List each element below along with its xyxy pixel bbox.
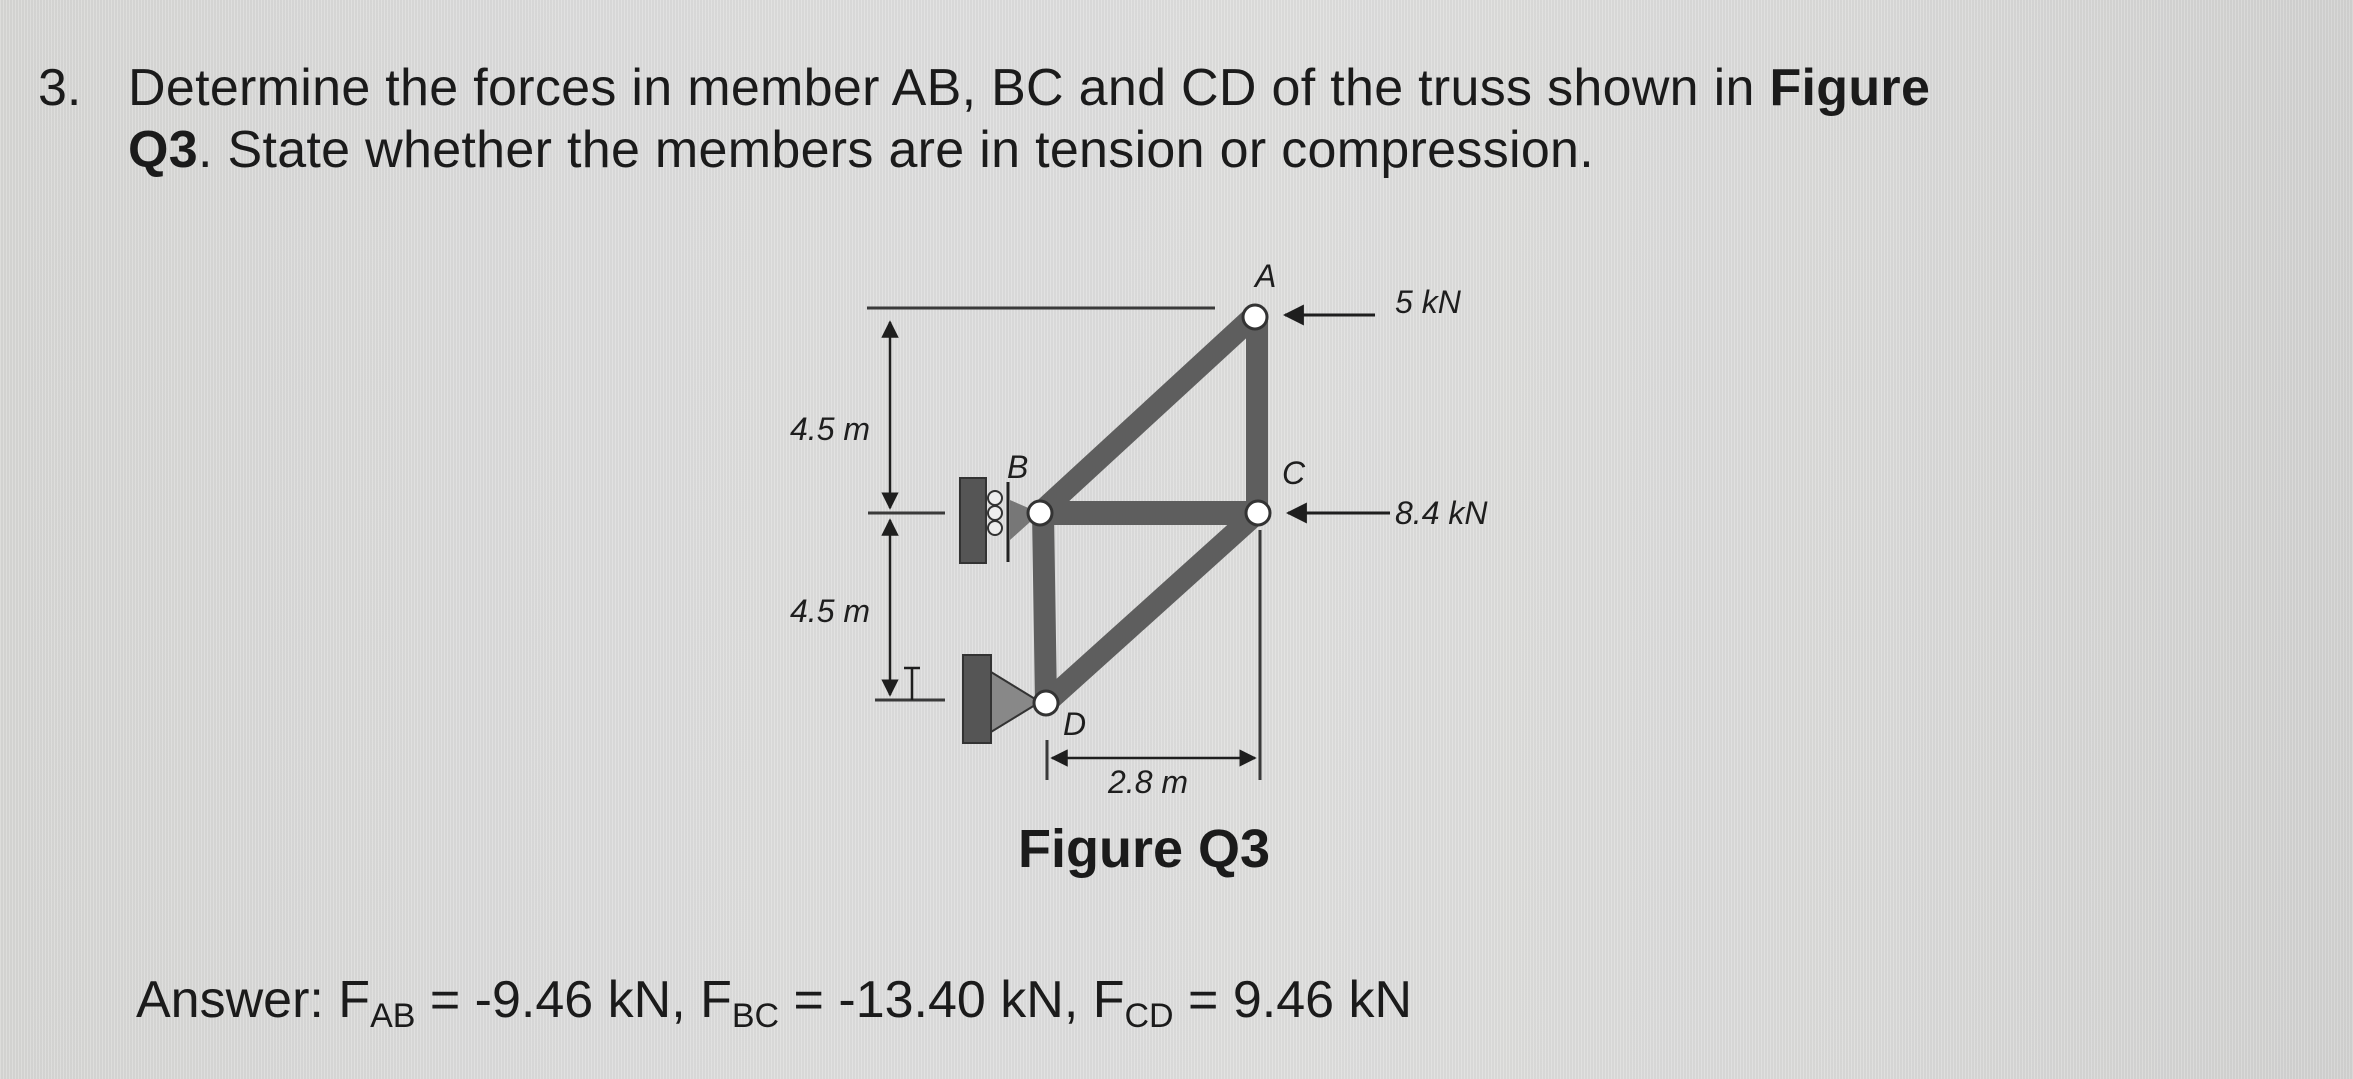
- answer-value-BC: = -13.40 kN,: [779, 971, 1093, 1029]
- truss-members: [1028, 306, 1269, 714]
- node-C: [1244, 499, 1272, 527]
- height-dimension-arrows: [881, 320, 920, 700]
- node-B: [1026, 499, 1054, 527]
- node-A: [1241, 303, 1269, 331]
- member-BD: [1032, 502, 1057, 714]
- node-label-B: B: [1007, 449, 1028, 485]
- answer-symbol-CD: F: [1092, 971, 1125, 1029]
- node-label-D: D: [1063, 706, 1086, 742]
- load-label-A: 5 kN: [1395, 284, 1462, 320]
- dimension-label-width: 2.8 m: [1107, 764, 1188, 800]
- answer-sub-BC: BC: [731, 997, 780, 1035]
- truss-nodes: [1026, 303, 1272, 717]
- question-number: 3.: [38, 59, 82, 117]
- question-line-1: Determine the forces in member AB, BC an…: [128, 58, 1930, 118]
- node-label-C: C: [1282, 455, 1306, 491]
- question-text: Determine the forces in member AB, BC an…: [128, 59, 1770, 117]
- answer-symbol-BC: F: [700, 971, 732, 1029]
- member-AB: [1029, 306, 1264, 524]
- answer-value-AB: = -9.46 kN,: [415, 971, 701, 1029]
- figure-reference-id: Q3: [128, 121, 198, 179]
- node-D: [1032, 689, 1060, 717]
- dimension-label-upper: 4.5 m: [790, 411, 870, 447]
- member-CD: [1035, 502, 1268, 714]
- answer-prefix: Answer:: [136, 971, 339, 1029]
- question-line-2: Q3. State whether the members are in ten…: [128, 120, 1594, 180]
- answer-value-CD: = 9.46 kN: [1173, 971, 1413, 1029]
- figure-caption: Figure Q3: [1018, 819, 1271, 879]
- pin-support-D: [962, 654, 1042, 744]
- load-label-C: 8.4 kN: [1395, 495, 1488, 531]
- answer-sub-AB: AB: [370, 997, 416, 1035]
- roller-support-B: [959, 477, 1040, 564]
- dimension-label-lower: 4.5 m: [790, 593, 870, 629]
- question-text-2: . State whether the members are in tensi…: [197, 121, 1595, 179]
- dimension-reference-lines: [867, 306, 1262, 780]
- answer-symbol-AB: F: [338, 971, 371, 1029]
- figure-reference: Figure: [1769, 59, 1931, 117]
- node-label-A: A: [1253, 258, 1276, 294]
- answer-sub-CD: CD: [1124, 997, 1174, 1035]
- answer-line: Answer: FAB = -9.46 kN, FBC = -13.40 kN,…: [136, 970, 1412, 1036]
